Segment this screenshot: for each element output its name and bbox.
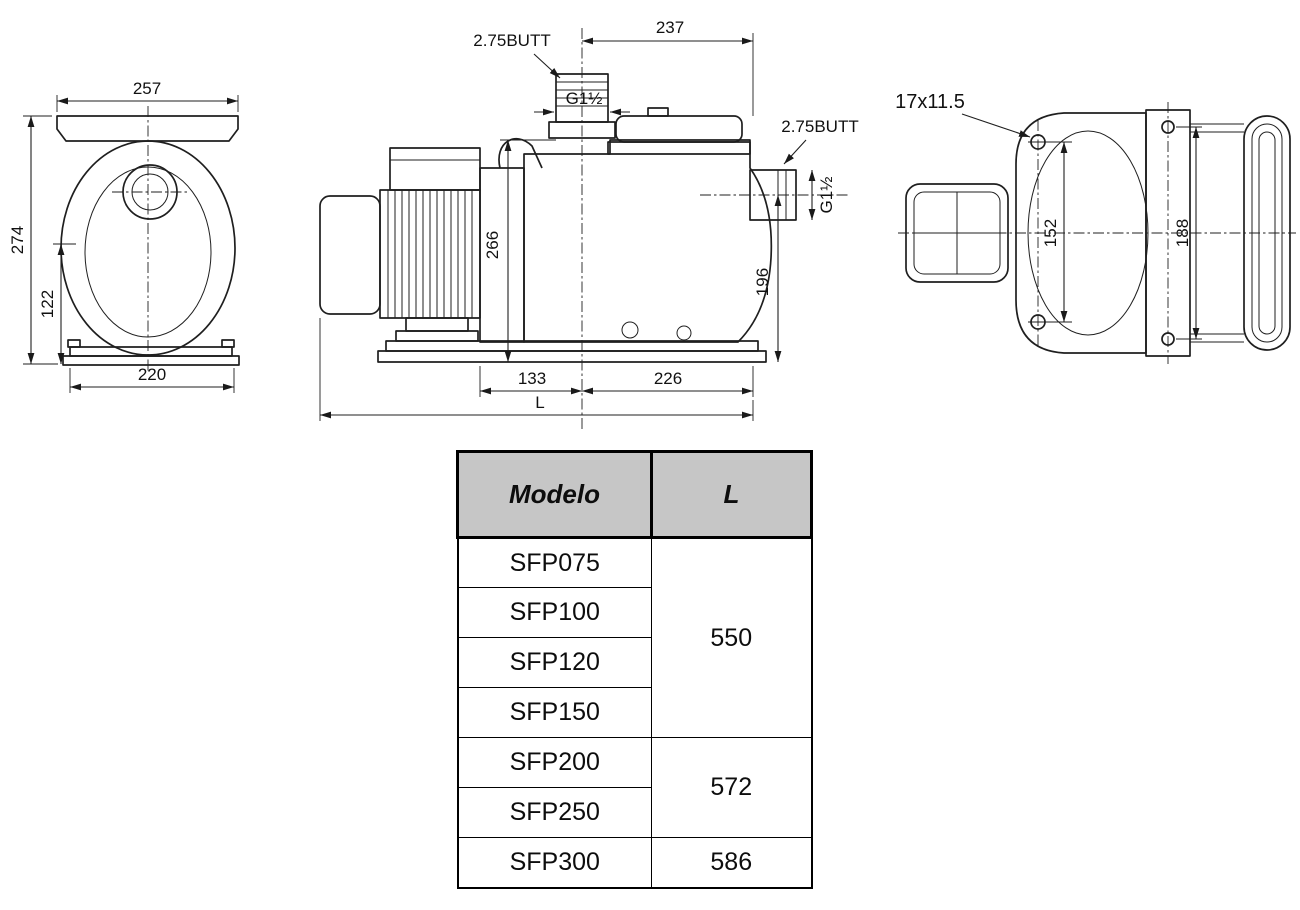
dim-text-butt-top: 2.75BUTT [473,31,550,50]
dim-text-257: 257 [133,79,161,98]
front-dimensions: 257 274 122 220 [8,79,239,393]
drain-plug [621,321,639,339]
model-cell-sfp300: SFP300 [457,837,652,888]
dim-text-133: 133 [518,369,546,388]
dim-text-188: 188 [1173,219,1192,247]
strainer-lid-ring [607,141,751,155]
dim-text-152: 152 [1041,219,1060,247]
table-header-row: Modelo L [456,450,813,539]
side-base-plate [377,350,767,363]
motor-end-cap [319,195,381,315]
motor-foot-base [395,330,479,342]
table-row: SFP150 [457,687,812,738]
rear-dimensions: 17x11.5 152 188 [895,91,1202,340]
length-cell-572: 572 [651,737,812,838]
side-view: 2.75BUTT 237 G1½ 2.75BUTT G1½ 266 196 13… [319,18,859,430]
plate-hole-top [1161,120,1175,134]
front-flange [56,115,239,142]
dim-text-122: 122 [38,290,57,318]
model-cell-sfp150: SFP150 [457,687,652,738]
leader-butt-top [533,53,561,79]
rear-view: 17x11.5 152 188 [895,91,1296,364]
dim-text-thread-right: G1½ [817,177,836,214]
front-view: 257 274 122 220 [8,79,240,393]
side-dimensions: 2.75BUTT 237 G1½ 2.75BUTT G1½ 266 196 13… [319,18,859,421]
table-row: SFP300 586 [457,837,812,888]
drain-plug-2 [676,325,692,341]
dim-text-196: 196 [753,268,772,296]
dim-text-thread-top: G1½ [566,89,603,108]
motor-terminal-box [389,147,481,191]
model-cell-sfp075: SFP075 [457,537,652,588]
dim-text-237: 237 [656,18,684,37]
front-port-outer [122,164,178,220]
table-header-modelo: Modelo [456,450,653,539]
strainer-lid-knob [647,107,669,117]
model-cell-sfp250: SFP250 [457,787,652,838]
plate-capsule-link-bottom [1190,333,1244,343]
dim-text-274: 274 [8,226,27,254]
motor-fins [387,190,473,318]
dim-text-226: 226 [654,369,682,388]
dim-text-266: 266 [483,231,502,259]
plate-capsule-link-top [1190,123,1244,133]
table-row: SFP250 [457,787,812,838]
table-header-l: L [650,450,813,539]
table-row: SFP200 572 [457,737,812,838]
dim-text-butt-right: 2.75BUTT [781,117,858,136]
front-foot-right [221,339,235,348]
length-cell-550: 550 [651,537,812,738]
dim-text-220: 220 [138,365,166,384]
pump-body [523,139,773,343]
dim-text-L: L [535,393,544,412]
table-row: SFP075 550 [457,537,812,738]
strainer-lid [615,115,743,143]
front-foot-left [67,339,81,348]
model-cell-sfp100: SFP100 [457,587,652,638]
front-base-plate [62,355,240,366]
leader-butt-right [783,139,807,165]
motor-foot [405,317,469,332]
model-cell-sfp120: SFP120 [457,637,652,688]
dim-text-slot: 17x11.5 [895,91,965,113]
model-cell-sfp200: SFP200 [457,737,652,788]
model-length-table: Modelo L SFP075 550 SFP100 SFP120 SFP150… [456,450,813,889]
length-cell-586: 586 [651,837,812,888]
leader-slot [961,113,1031,138]
pump-technical-drawing: 257 274 122 220 [8,18,1296,430]
